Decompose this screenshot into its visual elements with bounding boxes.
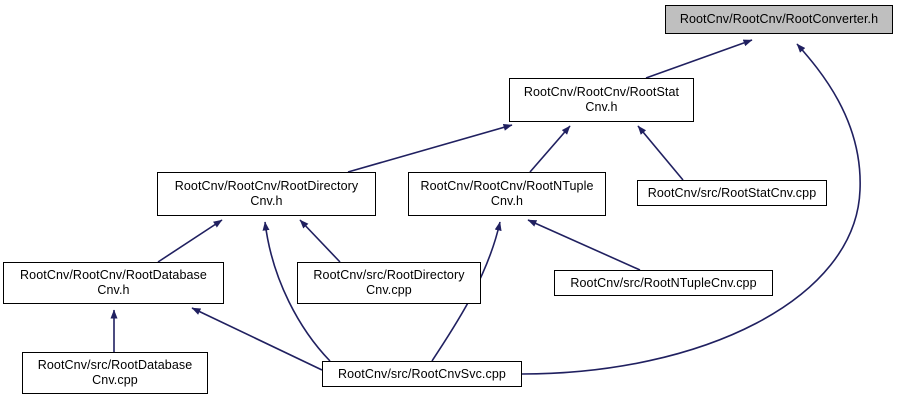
node-label: RootCnv/src/RootNTupleCnv.cpp <box>570 275 757 290</box>
node-root-directory-cnv-cpp[interactable]: RootCnv/src/RootDirectory Cnv.cpp <box>297 262 481 304</box>
edge-rootstatcnvcpp-to-rootstatcnvh <box>637 125 684 181</box>
node-root-stat-cnv-cpp[interactable]: RootCnv/src/RootStatCnv.cpp <box>637 180 827 206</box>
node-label: RootCnv/RootCnv/RootConverter.h <box>679 12 879 26</box>
node-root-ntuple-cnv-cpp[interactable]: RootCnv/src/RootNTupleCnv.cpp <box>554 270 773 296</box>
node-root-converter-h[interactable]: RootCnv/RootCnv/RootConverter.h <box>665 5 893 34</box>
node-label: RootCnv/RootCnv/RootDirectory Cnv.h <box>174 179 359 208</box>
node-label: RootCnv/src/RootStatCnv.cpp <box>647 185 817 200</box>
node-root-directory-cnv-h[interactable]: RootCnv/RootCnv/RootDirectory Cnv.h <box>157 172 376 216</box>
edge-rootstatcnvh-to-rootconverterh <box>645 39 753 79</box>
node-label: RootCnv/RootCnv/RootStat Cnv.h <box>523 85 680 114</box>
node-root-cnv-svc-cpp[interactable]: RootCnv/src/RootCnvSvc.cpp <box>322 361 522 387</box>
node-label: RootCnv/RootCnv/RootNTuple Cnv.h <box>420 179 594 208</box>
node-root-ntuple-cnv-h[interactable]: RootCnv/RootCnv/RootNTuple Cnv.h <box>408 172 606 216</box>
edge-rootcnvsvccpp-to-rootdatabasecnvh <box>191 307 323 371</box>
node-root-stat-cnv-h[interactable]: RootCnv/RootCnv/RootStat Cnv.h <box>509 78 694 122</box>
edge-rootdatabasecnvh-to-rootdirectorycnvh <box>157 219 223 263</box>
edge-rootntuplecnvcpp-to-rootntuplecnvh <box>527 219 641 271</box>
node-label: RootCnv/src/RootDatabase Cnv.cpp <box>37 358 193 387</box>
node-label: RootCnv/src/RootDirectory Cnv.cpp <box>313 268 465 297</box>
node-root-database-cnv-h[interactable]: RootCnv/RootCnv/RootDatabase Cnv.h <box>3 262 224 304</box>
edge-rootntuplecnvh-to-rootstatcnvh <box>529 125 571 173</box>
edge-rootdirectorycnvh-to-rootstatcnvh <box>347 123 513 173</box>
node-label: RootCnv/src/RootCnvSvc.cpp <box>338 366 506 381</box>
node-label: RootCnv/RootCnv/RootDatabase Cnv.h <box>20 268 207 297</box>
edge-rootdirectorycnvcpp-to-rootdirectorycnvh <box>299 219 341 263</box>
node-root-database-cnv-cpp[interactable]: RootCnv/src/RootDatabase Cnv.cpp <box>22 352 208 394</box>
